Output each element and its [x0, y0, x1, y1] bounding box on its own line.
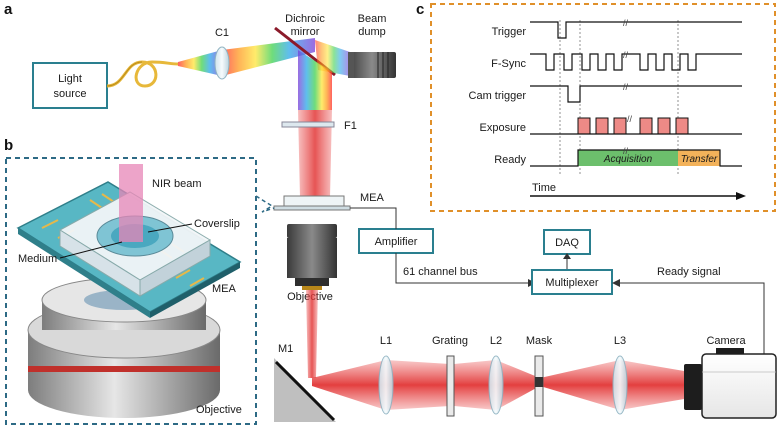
m1-mirror-icon — [274, 358, 336, 422]
panel-b-label: b — [4, 137, 13, 154]
exposure-pulse-4 — [657, 117, 671, 135]
trigger-break: // — [623, 18, 629, 28]
exposure-pulse-2 — [613, 117, 627, 135]
inset-nir-beam-label: NIR beam — [152, 178, 202, 190]
nir-beam-lower — [306, 290, 318, 378]
light-source-box — [32, 62, 108, 109]
panel-a-label: a — [4, 1, 13, 18]
panel-c-label: c — [416, 1, 424, 18]
transfer-band — [678, 150, 720, 166]
cam-trigger-break: // — [623, 82, 629, 92]
m1-label: M1 — [278, 343, 293, 355]
transmitted-spectrum — [298, 50, 332, 110]
time-axis-label: Time — [532, 182, 556, 194]
channel-bus-label: 61 channel bus — [403, 266, 478, 278]
fsync-waveform — [530, 53, 742, 71]
beam-dump-icon — [348, 52, 396, 78]
transfer-label: Transfer — [681, 154, 718, 165]
fsync-break: // — [623, 50, 629, 60]
l3-label: L3 — [614, 335, 626, 347]
l1-lens-icon — [378, 355, 394, 415]
timing-label-4: Ready — [494, 154, 526, 166]
c1-lens-icon — [214, 46, 230, 80]
mask-icon — [534, 355, 544, 417]
f1-filter-icon — [281, 121, 335, 128]
acquisition-label: Acquisition — [603, 154, 653, 165]
c1-label: C1 — [215, 27, 229, 39]
multiplexer-box — [531, 269, 613, 295]
inset-mea-label: MEA — [212, 283, 237, 295]
exposure-pulse-3 — [639, 117, 653, 135]
dichroic-label-line1: Dichroic — [285, 13, 325, 25]
multiplexer-label: Multiplexer — [545, 277, 599, 289]
light-source-label-line1: Light — [58, 73, 82, 85]
nir-beam-upper — [298, 110, 332, 198]
white-light-beam-1 — [178, 50, 222, 76]
camera-label: Camera — [706, 335, 746, 347]
beam-m1-l1 — [312, 360, 386, 410]
daq-arrowhead — [563, 253, 571, 259]
timing-label-1: F-Sync — [491, 58, 526, 70]
trigger-waveform — [530, 21, 742, 39]
timing-label-2: Cam trigger — [469, 90, 527, 102]
inset-objective-label: Objective — [196, 404, 242, 416]
daq-label: DAQ — [555, 237, 579, 249]
mask-label: Mask — [526, 335, 553, 347]
medium-pointer — [59, 241, 123, 259]
l1-label: L1 — [380, 335, 392, 347]
fiber-coil-icon — [106, 60, 179, 88]
beam-dump-label-line1: Beam — [358, 13, 387, 25]
mea-label: MEA — [360, 192, 385, 204]
beam-dump-label-line2: dump — [358, 26, 386, 38]
inset-coverslip-label: Coverslip — [194, 218, 240, 230]
acquisition-band — [578, 150, 678, 166]
cam-trigger-waveform — [530, 85, 742, 103]
channel-bus-line — [395, 253, 528, 284]
inset-connector — [255, 195, 275, 213]
exposure-pulse-0 — [577, 117, 591, 135]
dichroic-label-line2: mirror — [291, 26, 320, 38]
ready-signal-arrowhead — [612, 279, 620, 287]
exposure-pulse-5 — [675, 117, 689, 135]
ready-waveform — [530, 149, 742, 167]
l2-label: L2 — [490, 335, 502, 347]
white-light-beam-2 — [222, 38, 315, 76]
amplifier-label: Amplifier — [375, 236, 418, 248]
grating-icon — [446, 355, 455, 417]
timing-frame — [430, 3, 776, 212]
ready-signal-label: Ready signal — [657, 266, 721, 278]
mea-to-amplifier-line — [350, 207, 397, 229]
light-source-label-line2: source — [53, 88, 86, 100]
timing-label-0: Trigger — [492, 26, 527, 38]
mea-icon — [273, 195, 351, 211]
l3-lens-icon — [612, 355, 628, 415]
grating-label: Grating — [432, 335, 468, 347]
camera-icon — [684, 348, 777, 419]
l2-lens-icon — [488, 355, 504, 415]
time-axis-arrowhead — [736, 192, 746, 200]
timing-label-3: Exposure — [480, 122, 526, 134]
exposure-pulse-1 — [595, 117, 609, 135]
beam-l3-camera — [620, 360, 690, 410]
inset-nir-beam — [119, 164, 143, 242]
beam-mask-l3 — [540, 360, 620, 410]
ready-signal-line — [620, 282, 765, 354]
f1-label: F1 — [344, 120, 357, 132]
exposure-break: // — [627, 114, 633, 124]
beam-l1-grating — [386, 360, 450, 410]
ready-break: // — [623, 146, 629, 156]
coverslip-pointer — [147, 223, 193, 233]
objective-icon — [287, 224, 337, 290]
inset-medium-label: Medium — [18, 253, 57, 265]
